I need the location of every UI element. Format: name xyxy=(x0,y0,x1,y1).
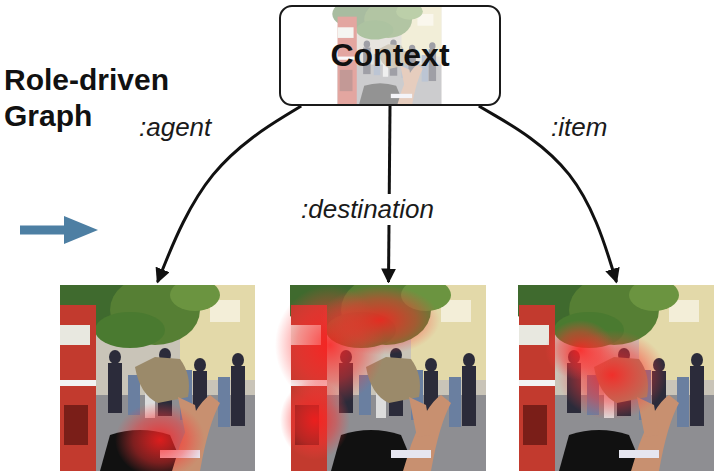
image-node xyxy=(60,285,255,471)
node-label: Context xyxy=(330,37,449,74)
context-box: Context xyxy=(279,5,501,106)
role-label: :agent xyxy=(136,112,214,143)
image-node xyxy=(518,285,715,471)
input-arrow xyxy=(20,226,68,235)
role-arrow xyxy=(479,106,617,282)
role-label: :item xyxy=(548,112,610,143)
image-node xyxy=(290,285,487,471)
role-label: :destination xyxy=(298,194,437,225)
input-arrow-head xyxy=(64,216,98,244)
